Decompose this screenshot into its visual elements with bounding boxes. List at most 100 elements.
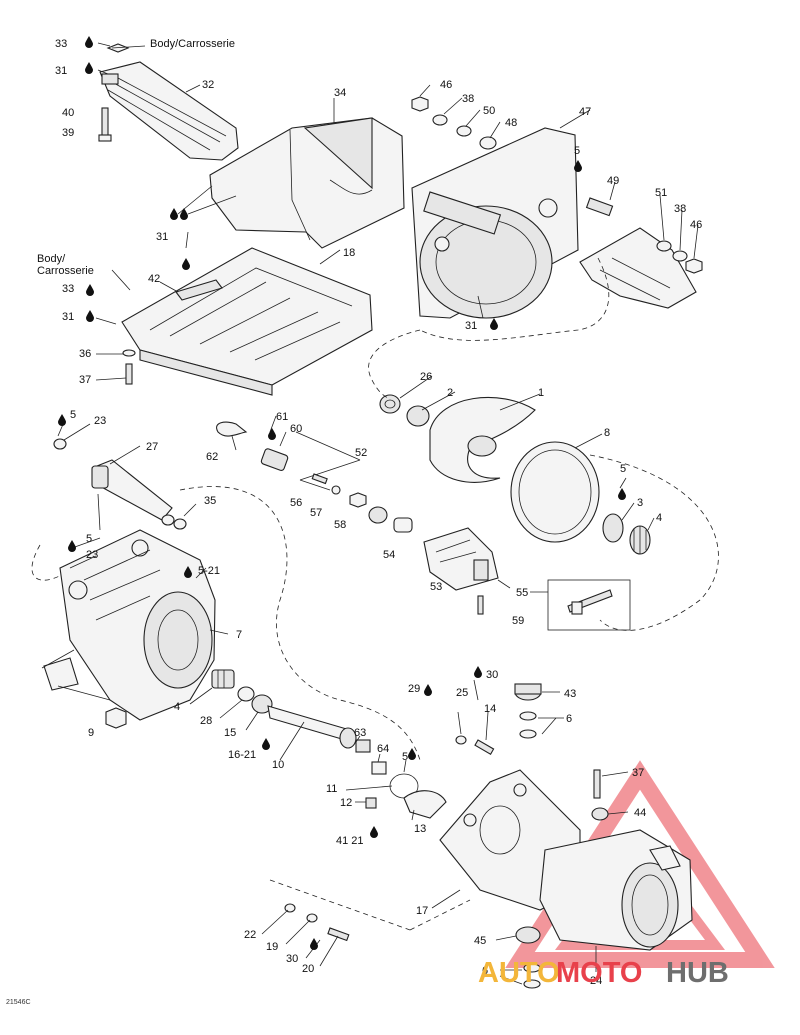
label-42: 42: [148, 273, 160, 285]
label-30: 30: [486, 669, 498, 681]
part-59-screw: [477, 595, 484, 615]
label-5: 5: [86, 533, 92, 545]
label-23: 23: [94, 415, 106, 427]
watermark-text: AUTO MOTO HUB: [478, 957, 729, 989]
part-12-plug: [365, 797, 377, 809]
part-8-wear-ring: [510, 441, 600, 543]
label-36: 36: [79, 348, 91, 360]
part-34-shield: [209, 117, 405, 249]
label-56: 56: [290, 497, 302, 509]
part-7-pump-housing: [43, 529, 216, 721]
label-33: 33: [55, 38, 67, 50]
figure-reference-code: 21546C: [6, 999, 31, 1006]
label-40: 40: [62, 107, 74, 119]
part-56-screw: [311, 473, 328, 485]
assembly-boundary-bottom: [269, 879, 411, 931]
label-28: 28: [200, 715, 212, 727]
label-14: 14: [484, 703, 496, 715]
leader-dash-47-26: [368, 329, 421, 399]
part-3-ring: [602, 513, 624, 543]
label-52: 52: [355, 447, 367, 459]
label-46: 46: [440, 79, 452, 91]
label-38: 38: [462, 93, 474, 105]
label-4: 4: [656, 512, 662, 524]
label-17: 17: [416, 905, 428, 917]
label-30: 30: [286, 953, 298, 965]
label-54: 54: [383, 549, 395, 561]
part-45-bushing: [515, 926, 541, 944]
label-12: 12: [340, 797, 352, 809]
part-36-washer: [122, 349, 136, 357]
label-45: 45: [474, 935, 486, 947]
callout-labels: Body/Carrosserie Body/ Carrosserie 33 31…: [37, 38, 702, 987]
part-32-bracket: [99, 61, 239, 161]
label-24: 24: [590, 975, 602, 987]
assembly-boundary-47: [419, 257, 610, 341]
part-14-bolt: [474, 739, 495, 755]
label-26: 26: [420, 371, 432, 383]
part-28-washer: [237, 686, 255, 702]
label-31: 31: [55, 65, 67, 77]
label-60: 60: [290, 423, 302, 435]
part-2-seal: [406, 405, 430, 427]
label-63: 63: [354, 727, 366, 739]
label-62: 62: [206, 451, 218, 463]
watermark-part-moto: MOTO: [556, 957, 642, 989]
part-35-rings: [161, 514, 187, 530]
label-5: 5: [620, 463, 626, 475]
label-57: 57: [310, 507, 322, 519]
part-27-bracket-rod: [91, 459, 173, 521]
part-63-64-fittings: [355, 739, 387, 775]
label-64: 64: [377, 743, 389, 755]
body-label-line2: Carrosserie: [37, 265, 94, 277]
part-4-bearing-left: [211, 669, 235, 689]
label-35: 35: [204, 495, 216, 507]
label-34: 34: [334, 87, 346, 99]
part-39-bolt: [98, 107, 112, 142]
part-43-bushing: [514, 683, 542, 701]
label-29: 29: [408, 683, 420, 695]
label-25: 25: [456, 687, 468, 699]
body-label-top: Body/Carrosserie: [150, 38, 235, 50]
part-54-cable-fittings: [368, 506, 413, 533]
label-4: 4: [174, 701, 180, 713]
label-43: 43: [564, 688, 576, 700]
label-16-21: 16-21: [228, 749, 256, 761]
label-11: 11: [326, 783, 337, 795]
part-37-bolt-right: [593, 769, 601, 799]
part-44-bushing: [591, 807, 609, 821]
part-15-gear: [251, 694, 273, 714]
label-50: 50: [483, 105, 495, 117]
label-1: 1: [538, 387, 544, 399]
part-60-fitting: [260, 448, 289, 471]
label-13: 13: [414, 823, 426, 835]
part-1-impeller: [429, 396, 536, 483]
label-46: 46: [690, 219, 702, 231]
label-6: 6: [482, 965, 488, 977]
label-39: 39: [62, 127, 74, 139]
label-51: 51: [655, 187, 667, 199]
label-37: 37: [632, 767, 644, 779]
box-55-inset: [547, 579, 631, 631]
label-33: 33: [62, 283, 74, 295]
thread-lock-droplets: [58, 36, 626, 950]
label-49: 49: [607, 175, 619, 187]
label-59: 59: [512, 615, 524, 627]
label-5-21: 5-21: [198, 565, 220, 577]
label-55: 55: [516, 587, 528, 599]
label-19: 19: [266, 941, 278, 953]
label-53: 53: [430, 581, 442, 593]
part-42-strip: [175, 279, 223, 301]
part-10-shaft: [267, 705, 357, 749]
label-27: 27: [146, 441, 158, 453]
label-8: 8: [604, 427, 610, 439]
part-53-bracket: [423, 527, 499, 591]
label-32: 32: [202, 79, 214, 91]
label-20: 20: [302, 963, 314, 975]
label-5: 5: [402, 751, 408, 763]
watermark-part-hub: HUB: [666, 957, 729, 989]
label-9: 9: [88, 727, 94, 739]
label-61: 61: [276, 411, 288, 423]
part-23-washer-top: [53, 438, 67, 450]
watermark-part-auto: AUTO: [478, 957, 560, 989]
